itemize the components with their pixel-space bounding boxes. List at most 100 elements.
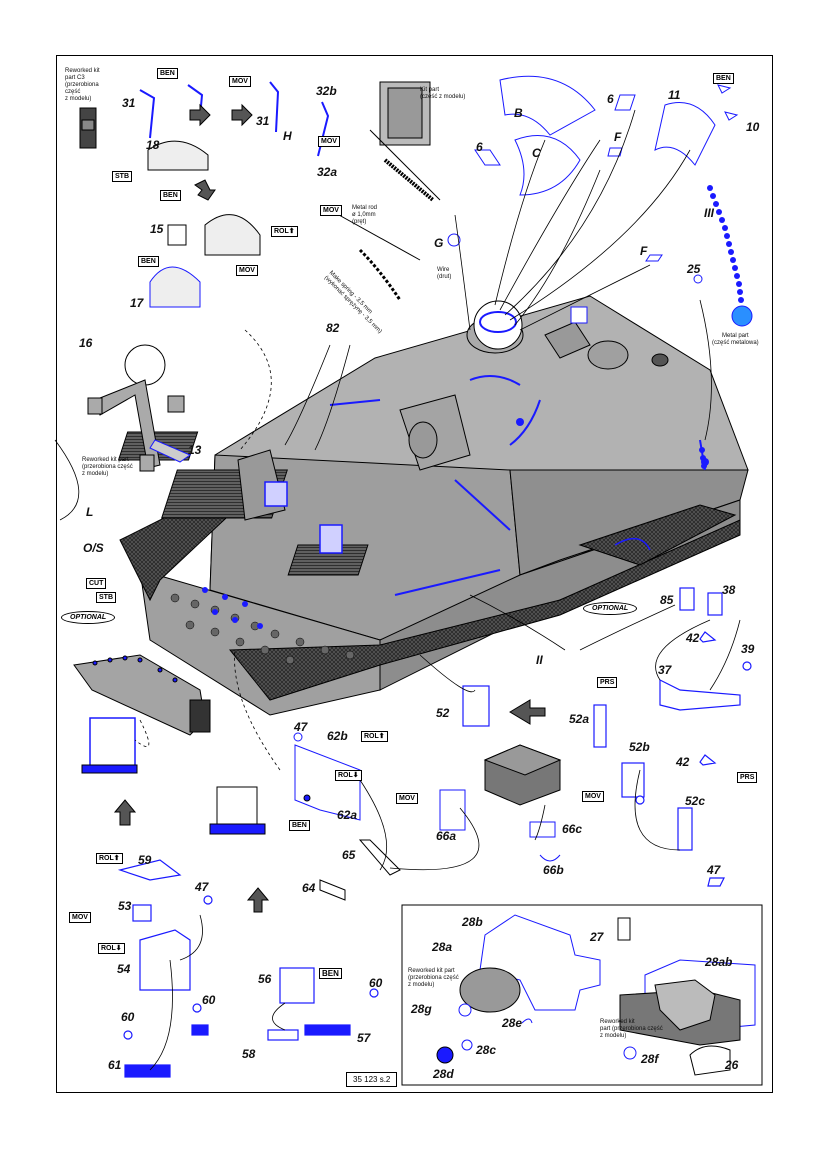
label-C: C bbox=[532, 146, 541, 160]
tag-rol-1: ROL⬆ bbox=[271, 226, 298, 237]
track-guard-right bbox=[578, 504, 737, 566]
label-52b: 52b bbox=[629, 740, 650, 754]
note-reworked-c3: Reworked kit part C3 (przerobiona część … bbox=[65, 68, 100, 102]
periscope bbox=[651, 353, 669, 367]
tag-ben-1: BEN bbox=[157, 68, 178, 79]
label-59: 59 bbox=[138, 853, 152, 867]
label-47b: 47 bbox=[294, 720, 308, 734]
label-31a: 31 bbox=[122, 96, 136, 110]
label-H: H bbox=[283, 129, 292, 143]
label-18: 18 bbox=[146, 138, 160, 152]
label-82: 82 bbox=[326, 321, 340, 335]
label-28f: 28f bbox=[641, 1052, 659, 1066]
label-28ab: 28ab bbox=[705, 955, 733, 969]
tag-rol-5: ROL⬇ bbox=[98, 943, 125, 954]
note-kit-part: Kit part (część z modelu) bbox=[420, 87, 466, 100]
note-reworked-28: Reworked kit part (przerobiona część z m… bbox=[408, 968, 459, 988]
label-6b: 6 bbox=[476, 140, 483, 154]
tag-mov-2: MOV bbox=[318, 136, 340, 147]
label-52c: 52c bbox=[685, 794, 706, 808]
label-28a: 28a bbox=[432, 940, 453, 954]
label-42a: 42 bbox=[686, 631, 700, 645]
tag-mov-1: MOV bbox=[229, 76, 251, 87]
tag-stb-2: STB bbox=[96, 592, 116, 603]
optional-tag-left: OPTIONAL bbox=[61, 611, 116, 624]
note-metal-rod: Metal rod ø 1,0mm (pręt) bbox=[352, 205, 378, 225]
label-32b: 32b bbox=[316, 84, 337, 98]
top-right-parts bbox=[473, 75, 753, 350]
hull-blue-assembly bbox=[264, 481, 651, 554]
note-metal-part: Metal part (część metalowa) bbox=[712, 333, 759, 346]
label-42b: 42 bbox=[676, 755, 690, 769]
label-47a: 47 bbox=[707, 863, 721, 877]
right-parts bbox=[462, 587, 752, 887]
hull bbox=[117, 295, 749, 716]
label-60a: 60 bbox=[202, 993, 216, 1007]
tag-mov-7: MOV bbox=[69, 912, 91, 923]
label-25: 25 bbox=[687, 262, 701, 276]
label-31b: 31 bbox=[256, 114, 270, 128]
label-38: 38 bbox=[722, 583, 736, 597]
note-wire: Wire (drut) bbox=[437, 267, 452, 280]
label-11: 11 bbox=[668, 88, 681, 102]
top-left-parts bbox=[79, 81, 461, 472]
label-10: 10 bbox=[746, 120, 760, 134]
label-28d: 28d bbox=[433, 1067, 454, 1081]
tag-ben-6: BEN bbox=[319, 968, 342, 979]
label-L: L bbox=[86, 505, 94, 519]
label-6a: 6 bbox=[607, 92, 614, 106]
label-37: 37 bbox=[658, 663, 672, 677]
bottom-left-parts bbox=[117, 859, 379, 1078]
cupola-plate bbox=[544, 321, 591, 359]
leader-lines bbox=[54, 109, 741, 1071]
hull-blue-lines bbox=[329, 375, 706, 596]
tag-ben-5: BEN bbox=[289, 820, 310, 831]
note-reworked-28f: Reworked kit part (przerobiona część z m… bbox=[600, 1019, 663, 1039]
label-G: G bbox=[434, 236, 444, 250]
hatch bbox=[587, 340, 629, 370]
front-fender-assembly bbox=[73, 654, 266, 835]
inset-parts bbox=[436, 914, 756, 1076]
label-53: 53 bbox=[118, 899, 132, 913]
label-32a: 32a bbox=[317, 165, 338, 179]
tag-rol-3: ROL⬇ bbox=[335, 770, 362, 781]
tag-stb-1: STB bbox=[112, 171, 132, 182]
label-65: 65 bbox=[342, 848, 356, 862]
label-26: 26 bbox=[725, 1058, 739, 1072]
label-39: 39 bbox=[741, 642, 755, 656]
crate-parts bbox=[439, 744, 562, 862]
label-II: II bbox=[536, 653, 543, 667]
track-guard-front bbox=[228, 519, 741, 701]
label-60b: 60 bbox=[121, 1010, 135, 1024]
label-13: 13 bbox=[188, 443, 202, 457]
bottom-mid-parts bbox=[293, 732, 401, 901]
label-F1: F bbox=[614, 130, 622, 144]
direction-arrows bbox=[113, 103, 546, 913]
label-F2: F bbox=[640, 244, 648, 258]
tag-mov-3: MOV bbox=[320, 205, 342, 216]
tag-mov-4: MOV bbox=[236, 265, 258, 276]
label-52: 52 bbox=[436, 706, 450, 720]
tag-rol-2: ROL⬆ bbox=[361, 731, 388, 742]
tag-mov-5: MOV bbox=[396, 793, 418, 804]
label-28b: 28b bbox=[462, 915, 483, 929]
label-64: 64 bbox=[302, 881, 316, 895]
label-85: 85 bbox=[660, 593, 674, 607]
label-54: 54 bbox=[117, 962, 131, 976]
label-15: 15 bbox=[150, 222, 164, 236]
tag-cut: CUT bbox=[86, 578, 107, 589]
tag-ben-4: BEN bbox=[713, 73, 734, 84]
tag-prs-1: PRS bbox=[597, 677, 618, 688]
label-58: 58 bbox=[242, 1047, 256, 1061]
chain-part bbox=[699, 185, 744, 469]
note-reworked-kit-part: Reworked kit part (przerobiona część z m… bbox=[82, 457, 133, 477]
tag-rol-4: ROL⬆ bbox=[96, 853, 123, 864]
label-61: 61 bbox=[108, 1058, 122, 1072]
tag-mov-6: MOV bbox=[582, 791, 604, 802]
optional-tag-right: OPTIONAL bbox=[583, 602, 638, 615]
label-OS: O/S bbox=[83, 541, 104, 555]
instruction-sheet-border bbox=[56, 55, 773, 1093]
sheet-code: 35 123 s.2 bbox=[346, 1072, 398, 1087]
label-62b: 62b bbox=[327, 729, 348, 743]
